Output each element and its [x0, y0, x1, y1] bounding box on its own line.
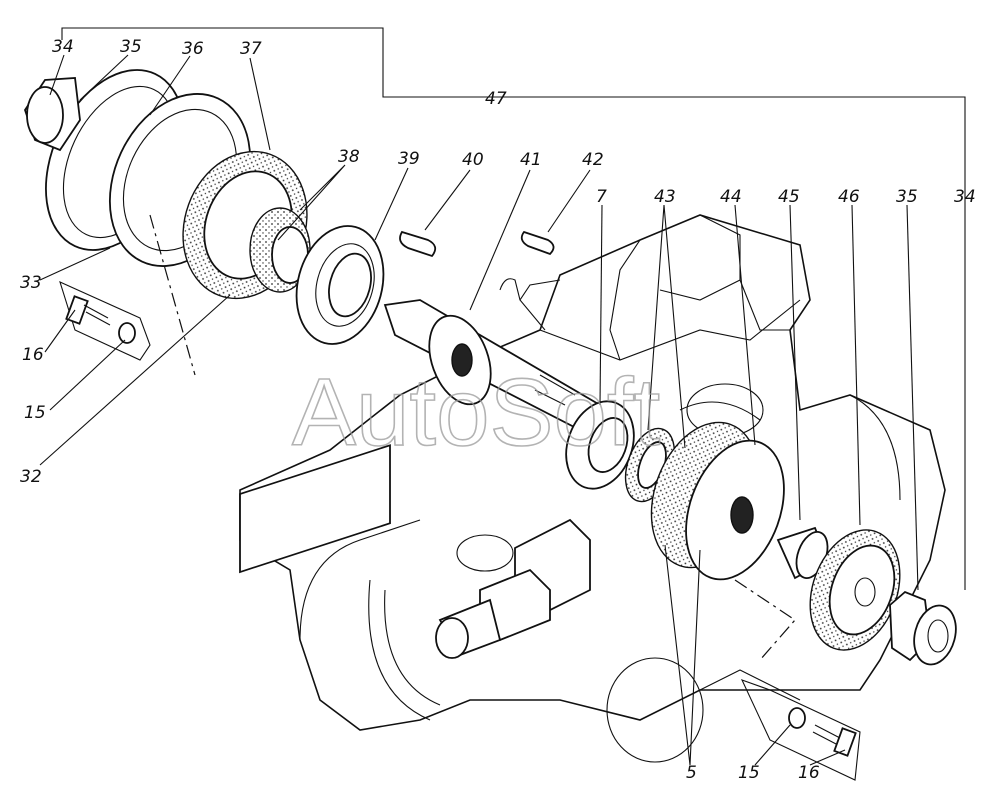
callout-39: 39	[398, 149, 420, 169]
callout-46: 46	[838, 187, 860, 207]
gearbox-housing	[239, 214, 946, 763]
callout-38: 38	[338, 147, 360, 167]
callout-5: 5	[686, 763, 697, 783]
callout-labels: 34 35 36 37 47 38 39 40 41 42 7 43 44 45…	[20, 37, 976, 783]
callout-47: 47	[485, 89, 507, 109]
callout-16-left: 16	[22, 345, 44, 365]
key-40	[399, 230, 437, 258]
bolt-washer-left	[59, 280, 151, 361]
axis-line-right	[734, 579, 796, 661]
bearing-39	[295, 225, 385, 345]
callout-44: 44	[720, 187, 742, 207]
callout-42: 42	[582, 150, 604, 170]
callout-35-left: 35	[120, 37, 142, 57]
callout-36: 36	[182, 39, 204, 59]
key-42	[520, 230, 555, 256]
callout-7: 7	[596, 187, 607, 207]
callout-16-right: 16	[798, 763, 820, 783]
flange-assembly-left	[24, 69, 311, 300]
shaft-gear-41	[383, 299, 602, 432]
pulley-46	[809, 529, 901, 651]
axis-line-left	[149, 214, 196, 376]
callout-15-right: 15	[738, 763, 760, 783]
flange-44	[650, 421, 785, 581]
watermark-text: AutoSoft	[292, 359, 660, 466]
bearing-7	[565, 400, 635, 490]
nut-washer-right	[889, 590, 957, 666]
callout-15-left: 15	[24, 403, 46, 423]
callout-37: 37	[240, 39, 262, 59]
callout-40: 40	[462, 150, 484, 170]
leader-lines	[39, 27, 966, 766]
callout-34-right: 34	[954, 187, 976, 207]
callout-32: 32	[20, 467, 42, 487]
callout-34-left: 34	[52, 37, 74, 57]
callout-35-right: 35	[896, 187, 918, 207]
callout-33: 33	[20, 273, 42, 293]
callout-41: 41	[520, 150, 542, 170]
bolt-washer-right	[740, 679, 861, 781]
callout-43: 43	[654, 187, 676, 207]
callout-45: 45	[778, 187, 800, 207]
